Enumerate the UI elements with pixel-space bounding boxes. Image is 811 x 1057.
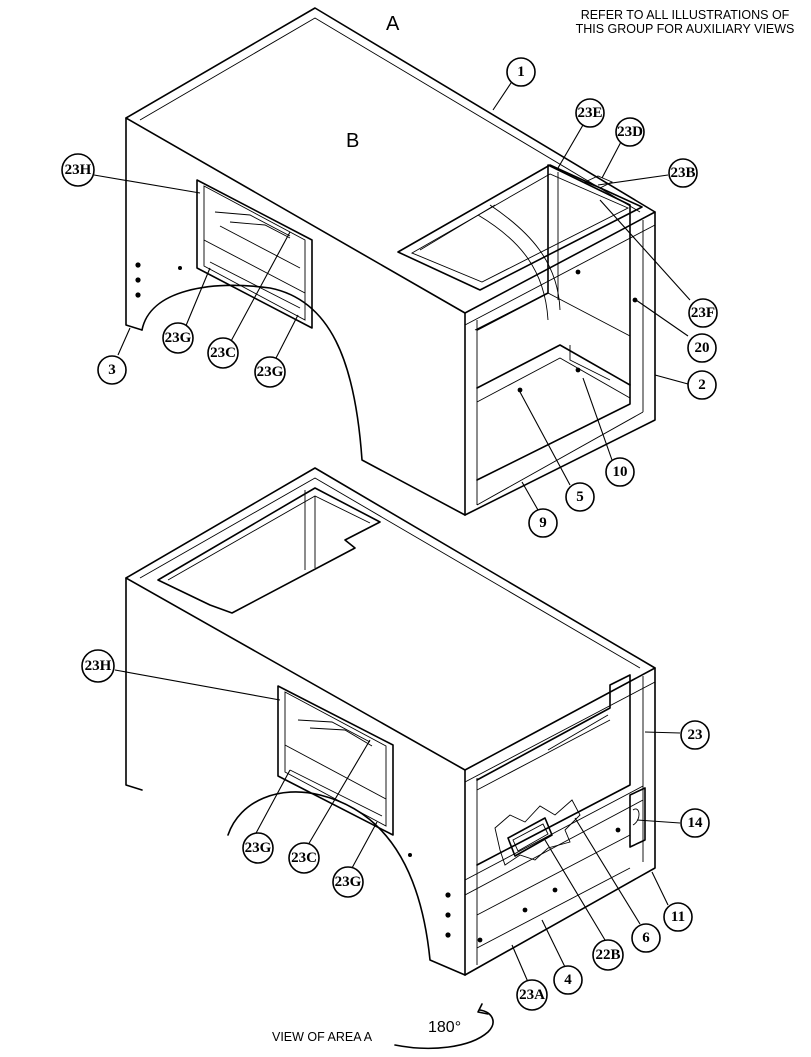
svg-text:23H: 23H [65,162,92,178]
callout-1: 1 [506,57,536,87]
callout-23g-lower-left: 23G [242,832,274,864]
auxiliary-views-note: REFER TO ALL ILLUSTRATIONS OF THIS GROUP… [560,8,810,36]
svg-text:23G: 23G [165,330,192,346]
svg-text:9: 9 [539,515,547,531]
callout-6: 6 [631,923,661,953]
view-of-area-label: VIEW OF AREA A [272,1030,373,1044]
rotation-indicator: 180° [394,1003,494,1050]
svg-text:1: 1 [517,64,525,80]
svg-text:23F: 23F [691,305,715,321]
callout-23c-lower: 23C [288,842,320,874]
svg-text:23A: 23A [519,987,545,1003]
callout-23g-lower-right: 23G [332,866,364,898]
svg-text:20: 20 [695,340,710,356]
svg-text:23G: 23G [257,364,284,380]
area-label-b: B [346,130,359,152]
callout-14: 14 [680,808,710,838]
callout-balloons: 1 23E 23D 23B 23H 23F 20 2 3 23G 23C 23G… [61,57,718,1011]
fastener-holes [135,262,638,943]
callout-2: 2 [687,370,717,400]
callout-23: 23 [680,720,710,750]
callout-23c-upper: 23C [207,337,239,369]
svg-text:23E: 23E [577,105,602,121]
callout-10: 10 [605,457,635,487]
note-line-2: THIS GROUP FOR AUXILIARY VIEWS [575,22,795,36]
rotation-degrees: 180° [428,1019,461,1036]
svg-text:5: 5 [576,489,584,505]
callout-3: 3 [97,355,127,385]
callout-20: 20 [687,333,717,363]
svg-text:14: 14 [688,815,704,831]
area-label-a: A [386,13,400,35]
svg-text:11: 11 [671,909,685,925]
callout-23g-upper-left: 23G [162,322,194,354]
note-line-1: REFER TO ALL ILLUSTRATIONS OF [580,8,790,22]
svg-text:23C: 23C [210,345,236,361]
callout-23h-lower: 23H [81,649,115,683]
callout-23g-upper-right: 23G [254,356,286,388]
svg-text:23C: 23C [291,850,317,866]
leader-lines [93,79,691,983]
callout-9: 9 [528,508,558,538]
callout-4: 4 [553,965,583,995]
svg-text:22B: 22B [595,947,620,963]
svg-text:3: 3 [108,362,116,378]
callout-22b: 22B [592,939,624,971]
svg-text:10: 10 [613,464,628,480]
callout-23b: 23B [668,158,698,188]
svg-text:23D: 23D [617,124,643,140]
svg-text:6: 6 [642,930,650,946]
svg-text:2: 2 [698,377,706,393]
lower-housing [125,467,656,976]
callout-23f: 23F [688,298,718,328]
svg-text:4: 4 [564,972,572,988]
callout-23d: 23D [615,117,645,147]
svg-text:23G: 23G [245,840,272,856]
svg-text:23G: 23G [335,874,362,890]
callout-23e: 23E [575,98,605,128]
callout-11: 11 [663,902,693,932]
callout-23h-upper: 23H [61,153,95,187]
svg-text:23B: 23B [670,165,695,181]
callout-5: 5 [565,482,595,512]
svg-text:23H: 23H [85,658,112,674]
upper-housing [125,7,656,516]
callout-23a: 23A [516,979,548,1011]
svg-text:23: 23 [688,727,703,743]
